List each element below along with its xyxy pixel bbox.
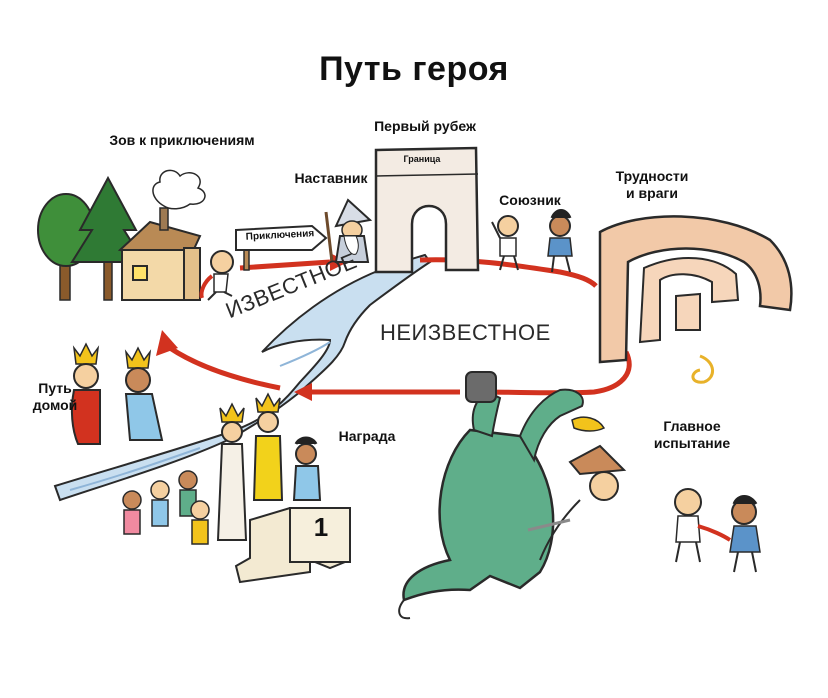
maze-icon: [598, 215, 793, 384]
house-icon: [117, 169, 206, 301]
zone-unknown: НЕИЗВЕСТНОЕ: [380, 320, 551, 345]
king-icon: [70, 342, 164, 445]
arch-gate-icon: [374, 146, 480, 274]
tree-icon: [37, 175, 146, 301]
rewarded-heroes-icon: [216, 392, 322, 541]
dragon-icon: [398, 371, 606, 620]
podium-place-number: 1: [313, 512, 329, 542]
signpost-icon: [235, 224, 328, 271]
mentor-wizard-icon: [324, 198, 373, 263]
label-mentor: Наставник: [294, 170, 368, 186]
villain-icon: [527, 444, 627, 561]
hero-icon: [199, 250, 234, 301]
arch-sign-label: Граница: [403, 154, 441, 164]
label-ally: Союзник: [499, 192, 561, 208]
podium-icon: [234, 507, 351, 584]
ally-character-icon: [491, 209, 573, 273]
page-title: Путь героя: [319, 50, 509, 88]
label-road-home: Путь домой: [32, 380, 78, 413]
label-reward: Награда: [338, 428, 396, 444]
label-call-to-adventure: Зов к приключениям: [109, 132, 255, 148]
crowd-icon: [122, 470, 210, 545]
label-ordeal: Главное испытание: [653, 418, 731, 451]
label-trials-and-enemies: Трудности и враги: [615, 168, 689, 201]
label-first-threshold: Первый рубеж: [374, 118, 476, 134]
ordeal-characters-icon: [674, 488, 761, 573]
